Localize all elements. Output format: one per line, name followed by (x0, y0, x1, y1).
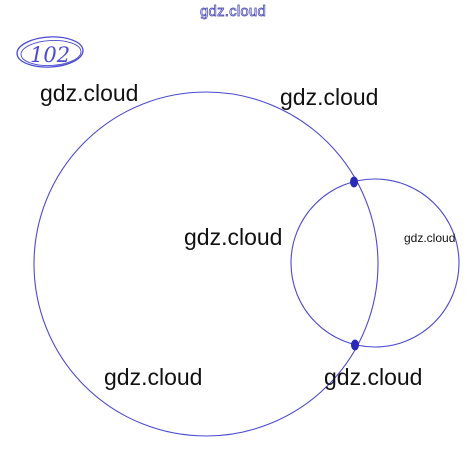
watermark-top: gdz.cloud (200, 3, 267, 20)
problem-number: 102 (30, 43, 70, 67)
large-circle (33, 91, 379, 437)
intersection-point-bottom (351, 339, 359, 351)
intersection-point-top (350, 176, 358, 188)
watermark-2: gdz.cloud (280, 84, 379, 110)
watermark-5: gdz.cloud (104, 364, 203, 390)
problem-number-oval-inner (20, 39, 82, 67)
watermark-4: gdz.cloud (404, 231, 456, 245)
problem-number-oval (16, 36, 84, 68)
watermark-3: gdz.cloud (184, 224, 283, 250)
watermark-6: gdz.cloud (324, 364, 423, 390)
watermark-1: gdz.cloud (40, 80, 139, 106)
small-circle (290, 178, 460, 348)
